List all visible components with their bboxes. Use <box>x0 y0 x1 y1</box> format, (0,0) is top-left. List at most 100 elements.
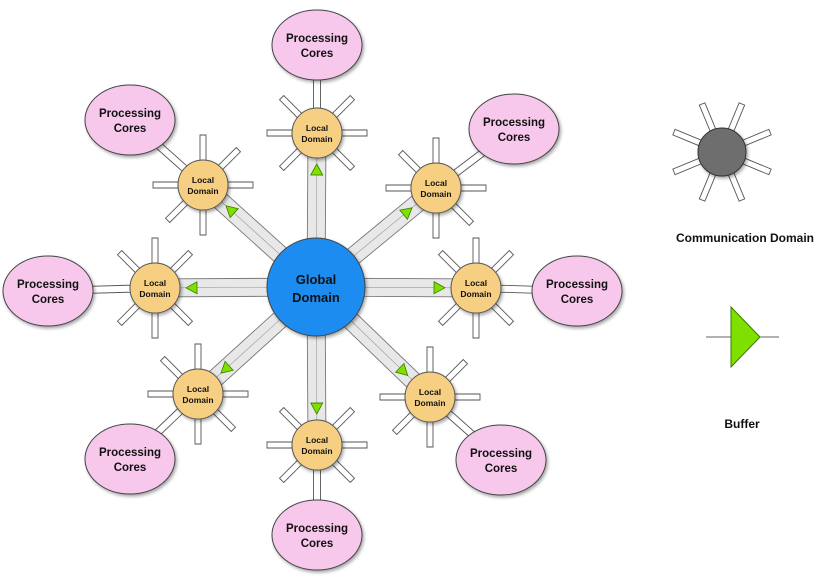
processing-cores-ellipse <box>531 255 623 327</box>
legend-communication-domain: Communication Domain <box>672 102 814 245</box>
legend-spoke-1 <box>727 170 746 202</box>
local-domain-spoke-e-6 <box>472 237 480 266</box>
local-domain-label-line2: Domain <box>420 189 451 199</box>
local-domain-spoke-nw-0 <box>225 181 254 189</box>
buffer-icon <box>730 305 761 369</box>
processing-cores-label-line2: Cores <box>32 294 65 306</box>
processing-cores-label-line1: Processing <box>286 523 348 535</box>
local-domain-spoke-ne-6 <box>432 137 440 166</box>
local-domain-spoke-n-4 <box>266 129 295 137</box>
local-domain-spoke-nw-2 <box>199 207 207 236</box>
legend-spoke-4 <box>672 128 704 147</box>
local-domain-spoke-se-2 <box>426 419 434 448</box>
buffer-n <box>310 163 324 176</box>
legend-buffer: Buffer <box>706 305 779 431</box>
legend-spoke-5 <box>698 102 717 134</box>
local-domain-label-line2: Domain <box>460 289 491 299</box>
local-domain-circle <box>404 371 456 423</box>
processing-cores-label-line1: Processing <box>99 447 161 459</box>
local-domain-spoke-ne-2 <box>432 210 440 239</box>
legend-spoke-2 <box>698 170 717 202</box>
local-domain-circle <box>172 368 224 420</box>
local-domain-spoke-ne-0 <box>458 184 487 192</box>
local-domain-label-line2: Domain <box>182 395 213 405</box>
local-domain-label-line1: Local <box>306 435 328 445</box>
legend-communication-domain-label: Communication Domain <box>676 231 814 245</box>
buffer-nw <box>225 205 239 219</box>
processing-cores-ellipse <box>2 255 94 327</box>
local-domain-spoke-se-0 <box>452 393 481 401</box>
local-domain-circle <box>410 162 462 214</box>
local-domain-spoke-sw-0 <box>220 390 249 398</box>
local-domain-label-line2: Domain <box>139 289 170 299</box>
processing-cores-ellipse <box>84 84 176 156</box>
communication-domain-icon <box>697 127 747 177</box>
local-domain-label-line2: Domain <box>301 134 332 144</box>
legend-spoke-3 <box>672 157 704 176</box>
local-domain-spoke-s-0 <box>339 441 368 449</box>
local-domain-label-line1: Local <box>144 278 166 288</box>
local-domain-spoke-e-2 <box>472 310 480 339</box>
buffer-w <box>185 281 198 295</box>
local-domain-spoke-nw-6 <box>199 134 207 163</box>
local-domain-spoke-se-6 <box>426 346 434 375</box>
processing-cores-label-line1: Processing <box>99 108 161 120</box>
local-domain-circle <box>129 262 181 314</box>
local-domain-spoke-sw-6 <box>194 343 202 372</box>
local-domain-spoke-n-0 <box>339 129 368 137</box>
local-domain-label-line2: Domain <box>301 446 332 456</box>
processing-cores-label-line2: Cores <box>301 538 334 550</box>
local-domain-spoke-sw-4 <box>147 390 176 398</box>
processing-cores-label-line2: Cores <box>114 123 147 135</box>
global-domain-node: Global Domain <box>266 237 366 337</box>
local-domain-spoke-ne-4 <box>385 184 414 192</box>
local-domain-spoke-w-2 <box>151 310 159 339</box>
local-domain-spoke-se-4 <box>379 393 408 401</box>
processing-cores-ellipse <box>271 9 363 81</box>
legend-spoke-7 <box>740 128 772 147</box>
local-domain-spoke-nw-4 <box>152 181 181 189</box>
local-domain-label-line1: Local <box>192 175 214 185</box>
local-domain-label-line1: Local <box>419 387 441 397</box>
local-domain-label-line2: Domain <box>187 186 218 196</box>
buffer-ne <box>399 207 413 221</box>
processing-cores-label-line2: Cores <box>498 132 531 144</box>
local-domain-label-line2: Domain <box>414 398 445 408</box>
global-domain-label-line1: Global <box>296 272 336 287</box>
local-domain-label-line1: Local <box>425 178 447 188</box>
buffer-sw <box>220 360 234 374</box>
local-domain-circle <box>291 107 343 159</box>
local-domain-spoke-s-4 <box>266 441 295 449</box>
local-domain-label-line1: Local <box>306 123 328 133</box>
local-domain-spoke-sw-2 <box>194 416 202 445</box>
processing-cores-ellipse <box>468 93 560 165</box>
processing-cores-label-line2: Cores <box>301 48 334 60</box>
local-domain-circle <box>291 419 343 471</box>
processing-cores-label-line2: Cores <box>485 463 518 475</box>
processing-cores-ellipse <box>84 423 176 495</box>
legend-spokes <box>672 102 772 202</box>
buffer-e <box>433 281 446 295</box>
buffer-se <box>394 362 409 377</box>
local-domain-circle <box>177 159 229 211</box>
processing-cores-label-line1: Processing <box>286 33 348 45</box>
processing-cores-label-line2: Cores <box>561 294 594 306</box>
legend-buffer-label: Buffer <box>724 417 760 431</box>
buffer-s <box>310 402 324 415</box>
